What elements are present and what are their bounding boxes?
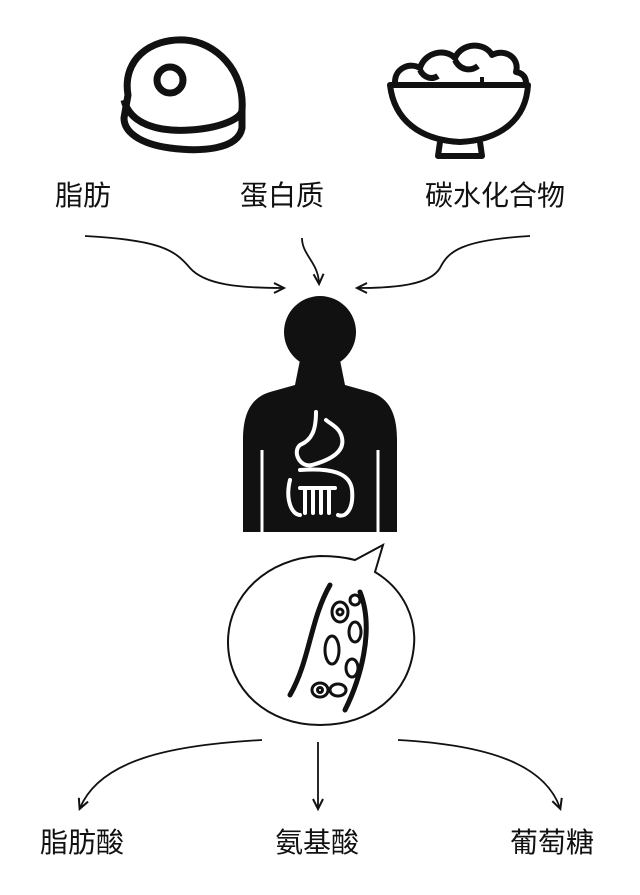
blood-vessel-icon bbox=[226, 542, 416, 727]
label-fat: 脂肪 bbox=[55, 179, 111, 212]
arrow-glucose bbox=[397, 739, 563, 812]
label-fatty-acid: 脂肪酸 bbox=[40, 826, 124, 859]
meat-icon bbox=[120, 36, 246, 154]
arrow-protein bbox=[301, 237, 325, 287]
arrow-carbohydrate bbox=[354, 235, 531, 294]
label-carbohydrate: 碳水化合物 bbox=[425, 179, 565, 212]
label-protein: 蛋白质 bbox=[240, 179, 324, 212]
label-glucose: 葡萄糖 bbox=[510, 826, 594, 859]
arrow-fat bbox=[84, 235, 287, 294]
human-digestive-icon bbox=[243, 296, 397, 532]
label-amino-acid: 氨基酸 bbox=[275, 826, 359, 859]
arrow-fatty-acid bbox=[77, 739, 263, 811]
rice-bowl-icon bbox=[387, 42, 531, 159]
